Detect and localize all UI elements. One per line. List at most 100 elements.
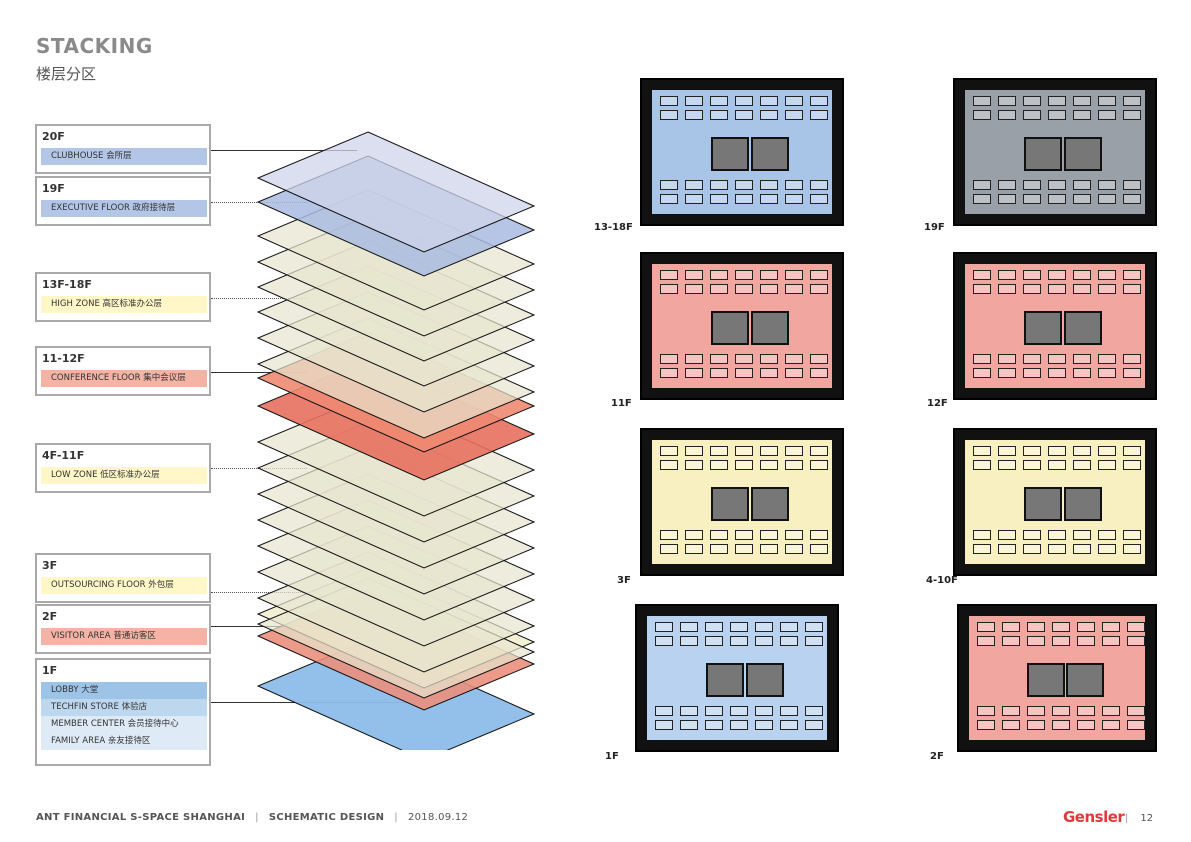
core-block [1064, 137, 1102, 171]
desk-block [1073, 446, 1091, 456]
desk-block [735, 368, 753, 378]
floor-plan-1f [635, 604, 839, 752]
desk-block [660, 460, 678, 470]
desk-block [655, 622, 673, 632]
zone-box-1f: 1F LOBBY 大堂 TECHFIN STORE 体验店 MEMBER CEN… [35, 658, 211, 766]
plan-fill [652, 440, 832, 564]
desk-block [780, 636, 798, 646]
zone-floor-label: 11-12F [42, 352, 85, 365]
footer: ANT FINANCIAL S-SPACE SHANGHAI|SCHEMATIC… [36, 812, 469, 823]
desk-block [1123, 530, 1141, 540]
desk-block [973, 110, 991, 120]
desk-block [660, 110, 678, 120]
desk-block [685, 544, 703, 554]
desk-block [973, 270, 991, 280]
desk-block [655, 706, 673, 716]
desk-block [1023, 194, 1041, 204]
desk-block [1077, 706, 1095, 716]
desk-block [1027, 622, 1045, 632]
desk-block [710, 530, 728, 540]
desk-block [1073, 368, 1091, 378]
desk-block [998, 110, 1016, 120]
core-block [711, 311, 749, 345]
core-block [711, 137, 749, 171]
zone-box-20f: 20F CLUBHOUSE 会所层 [35, 124, 211, 174]
desk-block [1002, 720, 1020, 730]
core-block [1066, 663, 1104, 697]
desk-block [1102, 706, 1120, 716]
core-block [1024, 311, 1062, 345]
desk-block [735, 270, 753, 280]
desk-block [785, 544, 803, 554]
page-number: 12 [1140, 813, 1154, 824]
desk-block [998, 530, 1016, 540]
page-subtitle: 楼层分区 [36, 65, 97, 83]
desk-block [660, 446, 678, 456]
desk-block [660, 354, 678, 364]
desk-block [1102, 720, 1120, 730]
desk-block [660, 194, 678, 204]
desk-block [760, 194, 778, 204]
desk-block [973, 180, 991, 190]
zone-row-label: CONFERENCE FLOOR 集中会议层 [41, 370, 207, 387]
desk-block [1123, 110, 1141, 120]
desk-block [1098, 194, 1116, 204]
desk-block [977, 636, 995, 646]
desk-block [810, 460, 828, 470]
desk-block [1098, 354, 1116, 364]
desk-block [977, 720, 995, 730]
desk-block [1077, 636, 1095, 646]
desk-block [755, 720, 773, 730]
gensler-logo: Gensler [1063, 808, 1125, 826]
desk-block [973, 96, 991, 106]
desk-block [1023, 284, 1041, 294]
desk-block [760, 530, 778, 540]
desk-block [1123, 354, 1141, 364]
desk-block [1048, 96, 1066, 106]
desk-block [785, 530, 803, 540]
desk-block [1048, 446, 1066, 456]
desk-block [1048, 180, 1066, 190]
desk-block [1123, 180, 1141, 190]
desk-block [730, 636, 748, 646]
desk-block [973, 544, 991, 554]
desk-block [785, 194, 803, 204]
desk-block [710, 354, 728, 364]
desk-block [998, 180, 1016, 190]
zone-box-3f: 3F OUTSOURCING FLOOR 外包层 [35, 553, 211, 603]
desk-block [710, 368, 728, 378]
desk-block [1048, 530, 1066, 540]
desk-block [810, 544, 828, 554]
desk-block [1073, 180, 1091, 190]
floor-plan-2f [957, 604, 1157, 752]
desk-block [1123, 194, 1141, 204]
floor-plan-label: 12F [927, 398, 948, 409]
zone-row-label: EXECUTIVE FLOOR 政府接待层 [41, 200, 207, 217]
desk-block [785, 354, 803, 364]
desk-block [1052, 622, 1070, 632]
desk-block [1027, 706, 1045, 716]
zone-row-label: FAMILY AREA 亲友接待区 [41, 733, 207, 750]
desk-block [1052, 706, 1070, 716]
floor-plan-4-10f [953, 428, 1157, 576]
desk-block [685, 110, 703, 120]
desk-block [973, 354, 991, 364]
footer-date: 2018.09.12 [407, 812, 469, 823]
zone-floor-label: 1F [42, 664, 58, 677]
desk-block [1048, 270, 1066, 280]
core-block [706, 663, 744, 697]
floor-plan-12f [953, 252, 1157, 400]
zone-row-label: TECHFIN STORE 体验店 [41, 699, 207, 716]
desk-block [780, 706, 798, 716]
desk-block [1073, 270, 1091, 280]
desk-block [973, 530, 991, 540]
desk-block [1098, 96, 1116, 106]
zone-box-13-18f: 13F-18F HIGH ZONE 高区标准办公层 [35, 272, 211, 322]
desk-block [1098, 446, 1116, 456]
core-block [751, 137, 789, 171]
desk-block [1073, 194, 1091, 204]
desk-block [760, 110, 778, 120]
desk-block [810, 194, 828, 204]
desk-block [1123, 544, 1141, 554]
desk-block [1048, 368, 1066, 378]
